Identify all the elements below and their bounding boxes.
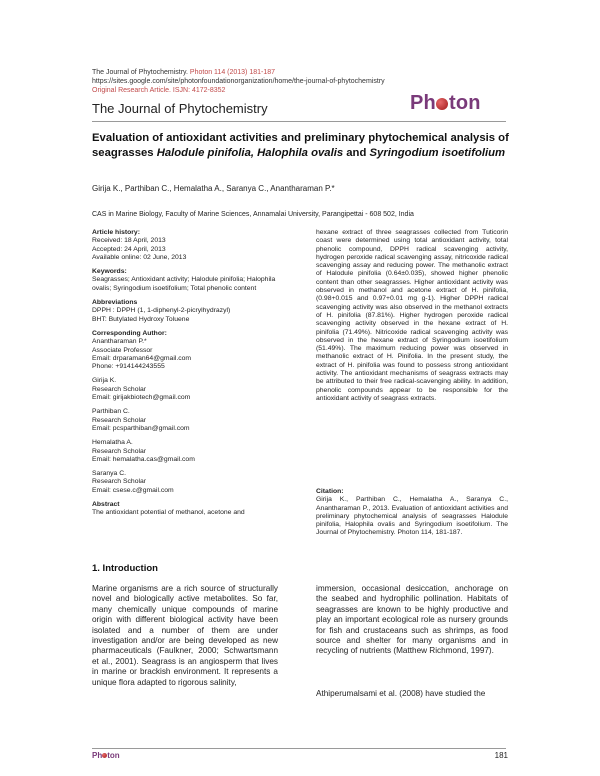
coauthor-name: Saranya C. (92, 470, 127, 478)
abbreviations-heading: Abbreviations (92, 299, 138, 307)
coauthor-role: Research Scholar (92, 478, 147, 486)
coauthor-role: Research Scholar (92, 385, 147, 393)
coauthor-name: Hemalatha A. (92, 439, 133, 447)
page-number: 181 (494, 751, 508, 760)
article-history-heading: Article history: (92, 229, 140, 236)
citation-heading: Citation: (316, 488, 344, 495)
keywords-heading: Keywords: (92, 268, 127, 276)
accepted-date: Accepted: 24 April, 2013 (92, 245, 166, 253)
intro-paragraph-right: immersion, occasional desiccation, ancho… (316, 584, 508, 656)
corresponding-phone: Phone: +914144243555 (92, 363, 165, 371)
logo-dot-icon (102, 753, 108, 758)
affiliation: CAS in Marine Biology, Faculty of Marine… (92, 211, 414, 218)
article-type: Original Research Article. ISJN: 4172-83… (92, 87, 226, 94)
citation-text: Girija K., Parthiban C., Hemalatha A., S… (316, 496, 508, 537)
online-date: Available online: 02 June, 2013 (92, 253, 187, 261)
received-date: Received: 18 April, 2013 (92, 237, 166, 245)
citation-block: Citation: Girija K., Parthiban C., Hemal… (316, 488, 508, 538)
coauthor-name: Parthiban C. (92, 408, 130, 416)
article-info: Article history: Received: 18 April, 201… (92, 229, 292, 518)
logo-dot-icon (436, 98, 449, 110)
footer-divider (92, 748, 506, 749)
journal-url[interactable]: https://sites.google.com/site/photonfoun… (92, 78, 385, 85)
photon-volume: Photon 114 (2013) 181-187 (189, 69, 276, 76)
coauthor-role: Research Scholar (92, 416, 147, 424)
citation-line: The Journal of Phytochemistry. Photon 11… (92, 69, 276, 76)
keywords-text: Seagrasses; Antioxidant activity; Halodu… (92, 276, 276, 292)
abstract-body: hexane extract of three seagrasses colle… (316, 229, 508, 402)
coauthor-email[interactable]: Email: girijakbiotech@gmail.com (92, 394, 191, 402)
coauthor-name: Girija K. (92, 377, 117, 385)
abbrev-bht: BHT: Butylated Hydroxy Toluene (92, 315, 190, 323)
intro-paragraph-left: Marine organisms are a rich source of st… (92, 584, 278, 687)
coauthor-email[interactable]: Email: csese.c@gmail.com (92, 486, 174, 494)
section-heading: 1. Introduction (92, 563, 158, 574)
paper-title: Evaluation of antioxidant activities and… (92, 132, 509, 159)
abbrev-dpph: DPPH : DPPH (1, 1-diphenyl-2-picrylhydra… (92, 307, 231, 315)
header-divider (92, 121, 506, 122)
coauthor-email[interactable]: Email: hemalatha.cas@gmail.com (92, 455, 195, 463)
corresponding-role: Associate Professor (92, 346, 153, 354)
corresponding-email[interactable]: Email: drparaman64@gmail.com (92, 354, 192, 362)
intro-paragraph-next: Athiperumalsami et al. (2008) have studi… (316, 689, 486, 698)
journal-header: The Journal of Phytochemistry. Photon 11… (92, 68, 512, 95)
coauthor-email[interactable]: Email: pcsparthiban@gmail.com (92, 424, 190, 432)
abstract-start: The antioxidant potential of methanol, a… (92, 509, 245, 517)
abstract-heading: Abstract (92, 501, 120, 509)
corresponding-heading: Corresponding Author: (92, 329, 167, 337)
journal-title: The Journal of Phytochemistry (92, 101, 268, 116)
coauthor-role: Research Scholar (92, 447, 147, 455)
author-list: Girija K., Parthiban C., Hemalatha A., S… (92, 184, 335, 193)
corresponding-name: Anantharaman P.* (92, 338, 147, 346)
